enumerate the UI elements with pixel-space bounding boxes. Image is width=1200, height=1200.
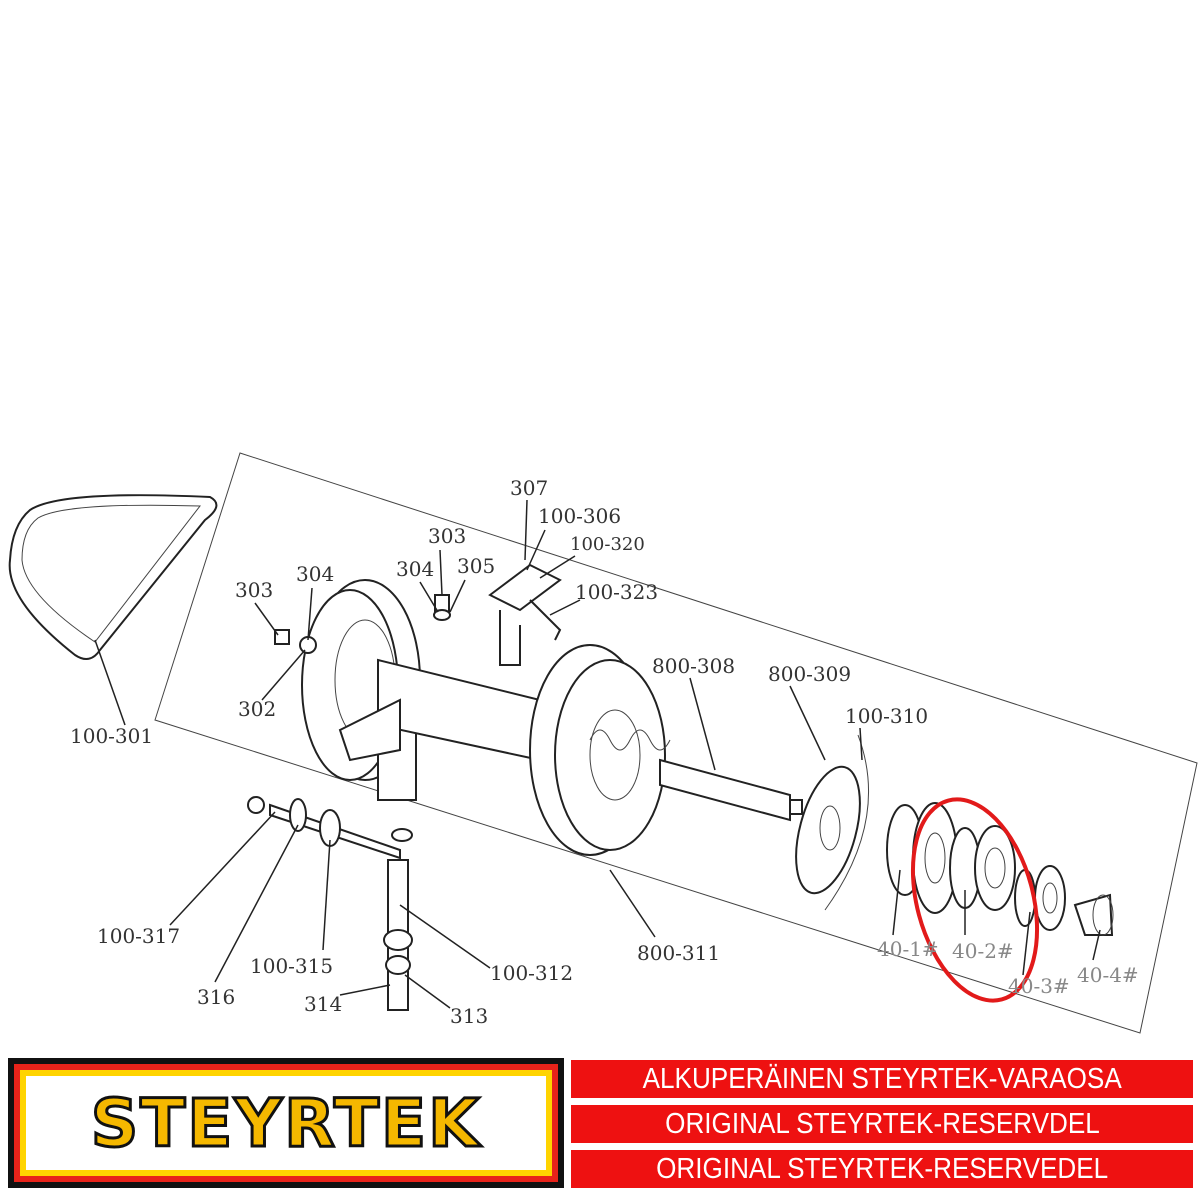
label-316: 316 [197, 985, 235, 1009]
label-304: 304 [396, 557, 434, 581]
label-800-308: 800-308 [652, 654, 735, 678]
banner-norwegian: ORIGINAL STEYRTEK-RESERVEDEL [571, 1150, 1193, 1188]
label-314: 314 [304, 992, 342, 1016]
label-305: 305 [457, 554, 495, 578]
label-302: 302 [238, 697, 276, 721]
leader-lines [94, 499, 1101, 1009]
label-40-4: 40-4# [1077, 963, 1139, 987]
v-belt [8, 494, 218, 660]
label-100-310: 100-310 [845, 704, 928, 728]
label-100-312: 100-312 [490, 961, 573, 985]
cone-40-2 [949, 825, 1016, 911]
cone-40-3 [1014, 865, 1066, 931]
label-800-311: 800-311 [637, 941, 720, 965]
label-40-2: 40-2# [952, 939, 1014, 963]
label-40-3: 40-3# [1008, 974, 1070, 998]
label-100-315: 100-315 [250, 954, 333, 978]
highlight-circle [910, 797, 1040, 1003]
diagram-frame [154, 452, 1198, 1034]
label-313: 313 [450, 1004, 488, 1028]
lower-spindle [247, 796, 413, 1011]
label-100-306: 100-306 [538, 504, 621, 528]
label-100-317: 100-317 [97, 924, 180, 948]
label-304: 304 [296, 562, 334, 586]
label-303: 303 [428, 524, 466, 548]
backing-plate [795, 734, 869, 911]
main-shaft-800-308 [659, 758, 803, 822]
exploded-parts-diagram: 307 100-306 100-320 100-323 303 304 305 … [8, 452, 1198, 1034]
logo-text: STEYRTEK [89, 1083, 482, 1163]
label-100-323: 100-323 [575, 580, 658, 604]
label-307: 307 [510, 476, 548, 500]
banner-finnish: ALKUPERÄINEN STEYRTEK-VARAOSA [571, 1060, 1193, 1098]
label-40-1: 40-1# [877, 937, 939, 961]
label-303: 303 [235, 578, 273, 602]
cone-40-4 [1073, 893, 1114, 936]
label-800-309: 800-309 [768, 662, 851, 686]
banner-swedish: ORIGINAL STEYRTEK-RESERVDEL [571, 1105, 1193, 1143]
label-100-320: 100-320 [570, 534, 645, 555]
steyrtek-logo: STEYRTEK [8, 1058, 564, 1188]
main-flange [529, 644, 671, 856]
label-100-301: 100-301 [70, 724, 153, 748]
shaft-housing [338, 658, 541, 801]
